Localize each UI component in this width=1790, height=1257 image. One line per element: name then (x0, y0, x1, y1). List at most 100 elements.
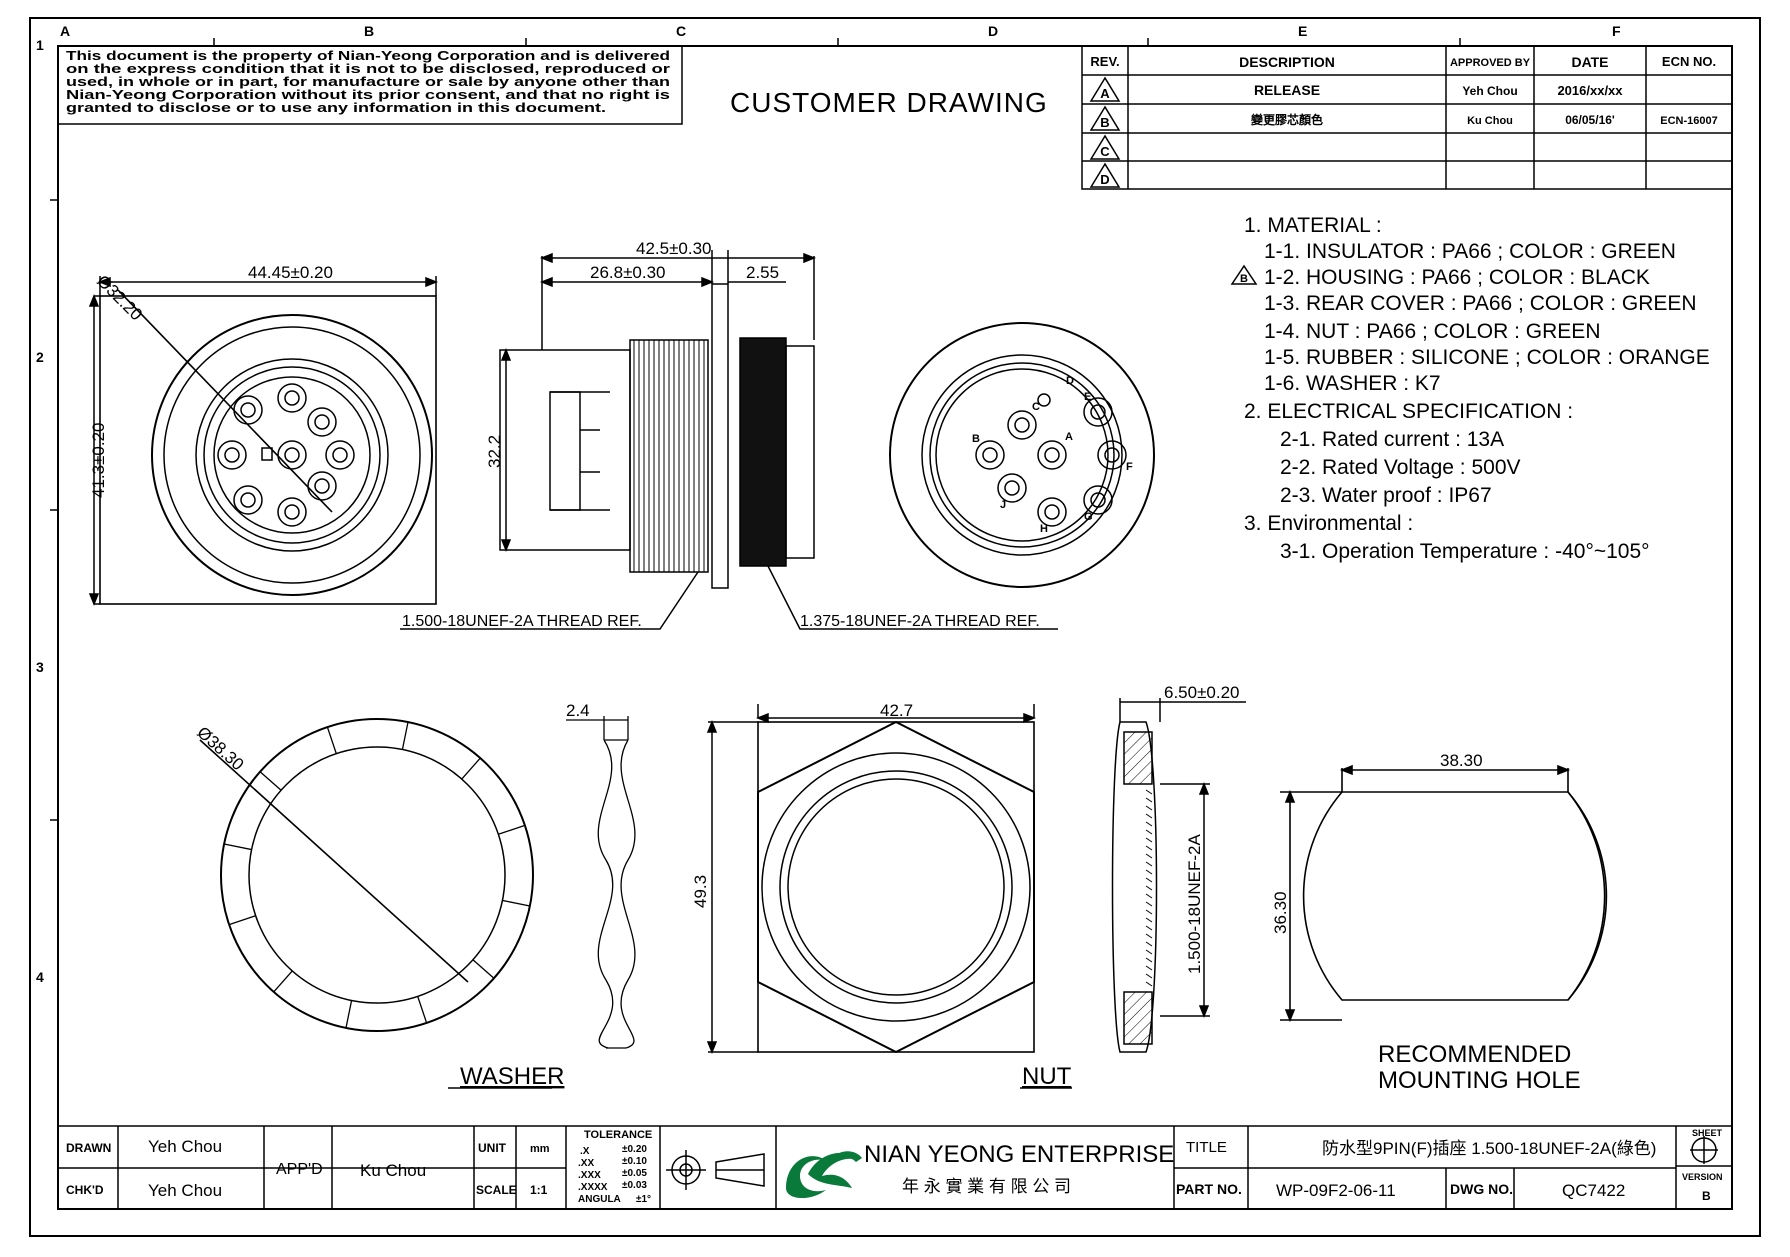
hatch-line (1145, 821, 1153, 827)
hatch-line (498, 824, 526, 835)
hatch-line (1145, 981, 1153, 987)
nut-width-dim: 42.7 (880, 701, 913, 720)
col-label-f: F (1612, 23, 1621, 39)
tol-key: .XX (578, 1158, 594, 1169)
rev-row-a-description: RELEASE (1254, 82, 1320, 98)
scale-value: 1:1 (530, 1183, 548, 1197)
unit-value: mm (530, 1143, 550, 1155)
svg-text:B: B (1240, 273, 1248, 285)
nut-thread-dim: 1.500-18UNEF-2A (1185, 833, 1204, 974)
thread-callout-1: 1.500-18UNEF-2A THREAD REF. (402, 613, 642, 630)
hatch-line (1145, 853, 1153, 859)
spec-electrical-item: 2-2. Rated Voltage : 500V (1280, 456, 1521, 479)
hatch-line (1145, 845, 1153, 851)
spec-env-title: 3. Environmental : (1244, 512, 1413, 535)
hatch-line (273, 970, 293, 993)
tolerance-title: TOLERANCE (584, 1129, 652, 1141)
spec-electrical-item: 2-3. Water proof : IP67 (1280, 484, 1492, 507)
side-total-dim: 42.5±0.30 (636, 239, 712, 258)
col-label-a: A (60, 23, 70, 39)
drawing-title: 防水型9PIN(F)插座 1.500-18UNEF-2A(綠色) (1322, 1139, 1656, 1158)
tol-val: ±0.10 (622, 1156, 647, 1167)
hatch-line (1145, 789, 1153, 795)
rev-header-ecn: ECN NO. (1662, 54, 1716, 69)
hatch-line (502, 899, 531, 907)
thread-callout-2: 1.375-18UNEF-2A THREAD REF. (800, 613, 1040, 630)
rev-row-a-approved: Yeh Chou (1462, 84, 1517, 98)
hatch-line (1145, 797, 1153, 803)
rev-row-d-rev: D (1100, 172, 1109, 187)
pin-letter-e: E (1084, 391, 1091, 403)
pin-letter-h: H (1040, 523, 1048, 535)
pin-letter-c: C (1032, 401, 1040, 413)
notice-line: Nian-Yeong Corporation without its prior… (66, 87, 670, 102)
washer-thickness-dim: 2.4 (566, 701, 590, 720)
col-label-c: C (676, 23, 686, 39)
pin-letter-d: D (1066, 375, 1074, 387)
sheet-symbol-icon (1690, 1136, 1718, 1164)
hole-label-line-1: RECOMMENDED (1378, 1041, 1571, 1068)
title-label: TITLE (1186, 1139, 1227, 1156)
drawn-label: DRAWN (66, 1141, 111, 1155)
spec-electrical-title: 2. ELECTRICAL SPECIFICATION : (1244, 400, 1573, 423)
hatch-line (1145, 973, 1153, 979)
hatch-line (1145, 869, 1153, 875)
spec-material-item: 1-4. NUT : PA66 ; COLOR : GREEN (1264, 320, 1600, 343)
rev-row-b-rev: B (1100, 115, 1109, 130)
col-label-b: B (364, 23, 374, 39)
front-height-dim: 41.3±0.20 (89, 422, 108, 498)
hatch-line (1145, 925, 1153, 931)
pin-letter-f: F (1126, 461, 1133, 473)
hatch-line (1145, 813, 1153, 819)
hatch-line (1145, 829, 1153, 835)
notice-line: This document is the property of Nian-Ye… (66, 48, 670, 63)
rev-row-b-ecn: ECN-16007 (1660, 115, 1717, 127)
rev-header-description: DESCRIPTION (1239, 54, 1335, 70)
hatch-line (1145, 949, 1153, 955)
checked-by: Yeh Chou (148, 1181, 222, 1200)
unit-label: UNIT (478, 1141, 507, 1155)
hatch-line (326, 726, 337, 754)
nut-height-dim: 49.3 (691, 875, 710, 908)
rev-row-b-description: 變更膠芯顏色 (1250, 112, 1323, 127)
hole-height-dim: 36.30 (1271, 891, 1290, 934)
hole-label-line-2: MOUNTING HOLE (1378, 1067, 1581, 1094)
approved-by: Ku Chou (360, 1161, 426, 1180)
hatch-line (417, 996, 428, 1024)
rev-header-approved: APPROVED BY (1450, 57, 1531, 69)
washer-side-view (566, 716, 636, 1049)
notice-line: granted to disclose or to use any inform… (66, 100, 606, 115)
spec-material-item: 1-2. HOUSING : PA66 ; COLOR : BLACK (1264, 266, 1650, 289)
side-view (400, 250, 1058, 630)
pin-letter-g: G (1084, 511, 1093, 523)
hatch-line (472, 959, 495, 979)
side-height-dim: 32.2 (485, 435, 504, 468)
hatch-line (1145, 909, 1153, 915)
washer-view (199, 718, 552, 1089)
hatch-line (461, 757, 481, 780)
tol-val: ±0.20 (622, 1144, 647, 1155)
row-label-3: 3 (36, 659, 44, 675)
row-label-4: 4 (36, 969, 44, 985)
hatch-line (1145, 861, 1153, 867)
pin-letter-a: A (1065, 431, 1073, 443)
nut-thickness-dim: 6.50±0.20 (1164, 683, 1240, 702)
hatch-line (223, 843, 252, 851)
hatch-line (1145, 941, 1153, 947)
row-label-1: 1 (36, 37, 44, 53)
rev-row-a-date: 2016/xx/xx (1557, 83, 1623, 98)
row-label-2: 2 (36, 349, 44, 365)
zone-ticks (50, 38, 1461, 821)
revision-table (1081, 45, 1733, 190)
company-name-zh: 年 永 實 業 有 限 公 司 (902, 1177, 1071, 1196)
tol-val: ±0.05 (622, 1168, 647, 1179)
projection-symbol-icon (666, 1150, 765, 1190)
rev-row-a-rev: A (1100, 86, 1110, 101)
front-width-dim: 44.45±0.20 (248, 263, 333, 282)
title-block (58, 1125, 1732, 1209)
tol-key: .X (580, 1146, 590, 1157)
col-label-e: E (1298, 23, 1307, 39)
rev-triangles (1089, 76, 1121, 188)
washer-label: WASHER (460, 1063, 564, 1090)
